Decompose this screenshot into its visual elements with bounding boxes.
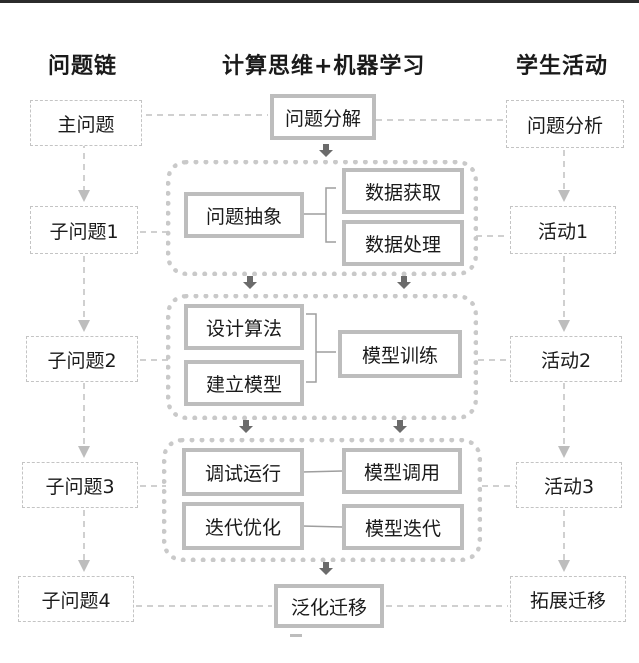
small-mark bbox=[290, 634, 302, 637]
top-rule bbox=[0, 0, 639, 3]
box-build-model: 建立模型 bbox=[184, 360, 304, 406]
center-flow-arrows bbox=[239, 144, 411, 575]
header-question-chain: 问题链 bbox=[48, 54, 118, 79]
center-decomposition: 问题分解 bbox=[270, 94, 376, 140]
box-model-iteration: 模型迭代 bbox=[342, 504, 464, 550]
box-data-acquisition: 数据获取 bbox=[342, 168, 464, 214]
left-chain-item-main: 主问题 bbox=[30, 100, 142, 146]
left-chain-item-4: 子问题4 bbox=[18, 576, 134, 622]
right-chain-item-activity-2: 活动2 bbox=[510, 336, 622, 382]
left-chain-item-2: 子问题2 bbox=[26, 336, 138, 382]
left-chain-item-1: 子问题1 bbox=[30, 206, 138, 254]
right-chain-item-transfer: 拓展迁移 bbox=[510, 576, 626, 622]
group-iteration bbox=[162, 438, 482, 562]
group-modeling bbox=[166, 294, 478, 420]
header-ct-ml: 计算思维+机器学习 bbox=[222, 54, 426, 79]
header-student-activity: 学生活动 bbox=[516, 54, 609, 79]
horizontal-links bbox=[136, 114, 516, 607]
box-debug-run: 调试运行 bbox=[182, 448, 304, 496]
group-connectors bbox=[301, 187, 343, 528]
box-data-processing: 数据处理 bbox=[342, 220, 464, 266]
box-iterative-optimization: 迭代优化 bbox=[182, 502, 304, 550]
box-model-training: 模型训练 bbox=[338, 330, 462, 378]
right-chain-item-analysis: 问题分析 bbox=[506, 100, 624, 148]
right-chain-item-activity-3: 活动3 bbox=[516, 462, 622, 508]
box-model-invocation: 模型调用 bbox=[342, 448, 462, 494]
right-chain-item-activity-1: 活动1 bbox=[510, 206, 616, 254]
center-generalization: 泛化迁移 bbox=[274, 584, 384, 628]
box-design-algorithm: 设计算法 bbox=[184, 304, 304, 350]
box-problem-abstraction: 问题抽象 bbox=[184, 192, 304, 238]
left-chain-item-3: 子问题3 bbox=[22, 462, 138, 508]
group-abstraction bbox=[166, 160, 478, 276]
